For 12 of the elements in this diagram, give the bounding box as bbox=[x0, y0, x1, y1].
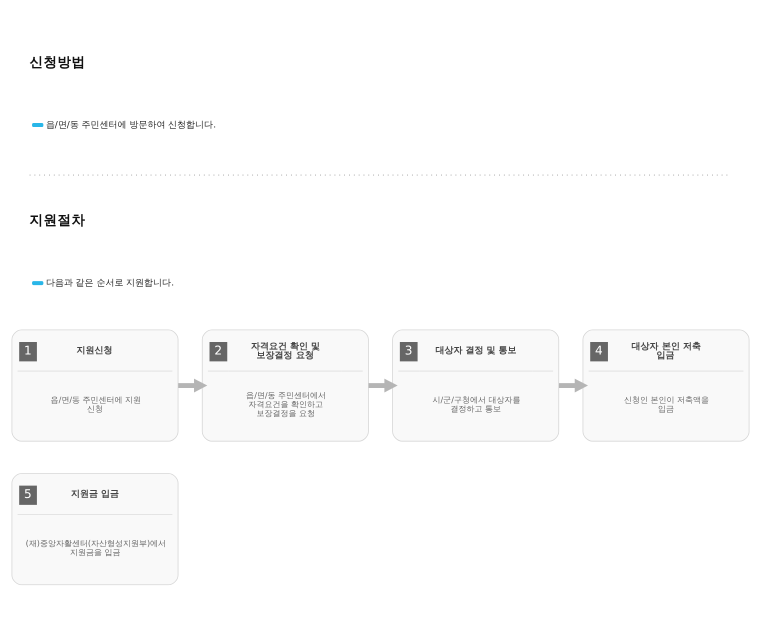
arrow bbox=[558, 378, 588, 393]
label: 지원절차 bbox=[30, 212, 86, 229]
arrow bbox=[368, 378, 398, 393]
node-box: 2 자격요건 확인 및 보장결정 요청 읍/면/동 주민센터에서 자격요건을 확인하고 보장결정을 요청 bbox=[202, 330, 369, 442]
label: 다음과 같은 순서로 지원합니다. bbox=[46, 278, 174, 288]
arrow bbox=[178, 378, 208, 393]
node-box: 1 지원신청 읍/면/동 주민센터에 지원 신청 bbox=[12, 330, 178, 442]
label: 신청방법 bbox=[30, 54, 86, 71]
label: 읍/면/동 주민센터에 방문하여 신청합니다. bbox=[46, 120, 216, 130]
node-box: 5 지원금 입금 (재)중앙자활센터(자산형성지원부)에서 지원금을 입금 bbox=[12, 473, 178, 586]
node-box: 3 대상자 결정 및 통보 시/군/구청에서 대상자를 결정하고 통보 bbox=[392, 330, 560, 442]
node-box: 4 대상자 본인 저축 입금 신청인 본인이 저축액을 입금 bbox=[582, 330, 750, 442]
